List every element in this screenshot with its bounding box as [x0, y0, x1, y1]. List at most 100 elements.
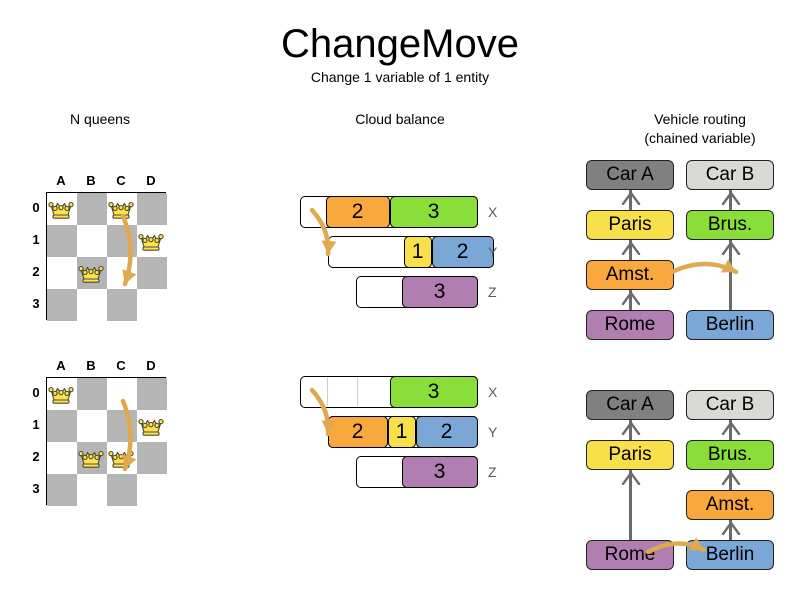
- process-block-green[interactable]: 3: [389, 195, 478, 228]
- chain-arrow-icon: [721, 421, 740, 435]
- section-title-nqueens: N queens: [70, 111, 130, 127]
- board-cell-c0[interactable]: [107, 378, 137, 410]
- computer-label-x: X: [488, 204, 498, 220]
- board-cell-c2[interactable]: [107, 257, 137, 289]
- board-row-label-2: 2: [32, 449, 40, 464]
- process-block-orange[interactable]: 2: [325, 195, 390, 228]
- bar-divider: [357, 377, 358, 406]
- queen-piece-d1[interactable]: [136, 226, 166, 258]
- location-node-paris[interactable]: Paris: [586, 440, 674, 470]
- board-cell-c1[interactable]: [107, 410, 137, 442]
- location-node-brus[interactable]: Brus.: [686, 440, 774, 470]
- queen-piece-b2[interactable]: [76, 443, 106, 475]
- board-cell-d3[interactable]: [137, 289, 167, 321]
- board-cell-b0[interactable]: [77, 193, 107, 225]
- chain-link: [629, 290, 632, 310]
- computer-bar-x[interactable]: 3: [300, 375, 478, 408]
- board-cell-b3[interactable]: [77, 474, 107, 506]
- page-title: ChangeMove: [281, 22, 519, 66]
- board-cell-c1[interactable]: [107, 225, 137, 257]
- chain-link: [729, 240, 732, 310]
- vehicle-node-cara[interactable]: Car A: [586, 160, 674, 190]
- computer-bar-z[interactable]: 3: [356, 275, 478, 308]
- board-cell-a2[interactable]: [47, 257, 77, 289]
- queen-piece-a0[interactable]: [46, 379, 76, 411]
- board-cell-a1[interactable]: [47, 225, 77, 257]
- chain-link: [629, 190, 632, 210]
- board-cell-d2[interactable]: [137, 442, 167, 474]
- process-block-yellow[interactable]: 1: [387, 415, 416, 448]
- chain-arrow-icon: [621, 471, 640, 485]
- page-subtitle: Change 1 variable of 1 entity: [310, 69, 490, 85]
- board-cell-c3[interactable]: [107, 474, 137, 506]
- process-block-purple[interactable]: 3: [401, 275, 478, 308]
- board-cell-d3[interactable]: [137, 474, 167, 506]
- board-cell-a2[interactable]: [47, 442, 77, 474]
- chain-arrow-icon: [621, 291, 640, 305]
- board-cell-b1[interactable]: [77, 410, 107, 442]
- chain-link: [629, 240, 632, 260]
- chain-arrow-icon: [721, 241, 740, 255]
- board-row-label-1: 1: [32, 417, 40, 432]
- location-node-brus[interactable]: Brus.: [686, 210, 774, 240]
- board-column-label-b: B: [86, 358, 96, 373]
- queen-piece-b2[interactable]: [76, 258, 106, 290]
- location-node-berlin[interactable]: Berlin: [686, 310, 774, 340]
- process-block-purple[interactable]: 3: [401, 455, 478, 488]
- chain-link: [629, 470, 632, 540]
- chain-arrow-icon: [721, 191, 740, 205]
- board-cell-a3[interactable]: [47, 474, 77, 506]
- chain-arrow-icon: [621, 241, 640, 255]
- location-node-berlin[interactable]: Berlin: [686, 540, 774, 570]
- board-cell-b3[interactable]: [77, 289, 107, 321]
- location-node-amst[interactable]: Amst.: [686, 490, 774, 520]
- board-column-label-a: A: [56, 173, 66, 188]
- board-column-label-d: D: [146, 358, 156, 373]
- computer-label-y: Y: [488, 424, 498, 440]
- board-cell-a3[interactable]: [47, 289, 77, 321]
- location-node-paris[interactable]: Paris: [586, 210, 674, 240]
- board-row-label-3: 3: [32, 481, 40, 496]
- queen-piece-c2[interactable]: [106, 443, 136, 475]
- board-cell-d0[interactable]: [137, 378, 167, 410]
- vehicle-node-carb[interactable]: Car B: [686, 160, 774, 190]
- process-block-green[interactable]: 3: [389, 375, 478, 408]
- location-node-rome[interactable]: Rome: [586, 310, 674, 340]
- location-node-amst[interactable]: Amst.: [586, 260, 674, 290]
- board-cell-a1[interactable]: [47, 410, 77, 442]
- chain-arrow-icon: [621, 421, 640, 435]
- process-block-yellow[interactable]: 1: [403, 235, 432, 268]
- process-block-blue[interactable]: 2: [415, 415, 478, 448]
- chain-link: [729, 520, 732, 540]
- board-cell-d0[interactable]: [137, 193, 167, 225]
- board-cell-b1[interactable]: [77, 225, 107, 257]
- chain-link: [729, 420, 732, 440]
- vehicle-node-cara[interactable]: Car A: [586, 390, 674, 420]
- vehicle-node-carb[interactable]: Car B: [686, 390, 774, 420]
- computer-bar-z[interactable]: 3: [356, 455, 478, 488]
- board-column-label-b: B: [86, 173, 96, 188]
- process-block-blue[interactable]: 2: [431, 235, 494, 268]
- queen-piece-a0[interactable]: [46, 194, 76, 226]
- queen-piece-d1[interactable]: [136, 411, 166, 443]
- queen-piece-c0[interactable]: [106, 194, 136, 226]
- bar-divider: [327, 377, 328, 406]
- process-block-orange[interactable]: 2: [327, 415, 388, 448]
- location-node-rome[interactable]: Rome: [586, 540, 674, 570]
- board-cell-d2[interactable]: [137, 257, 167, 289]
- board-row-label-0: 0: [32, 200, 40, 215]
- chain-arrow-icon: [721, 471, 740, 485]
- board-column-label-a: A: [56, 358, 66, 373]
- board-cell-b0[interactable]: [77, 378, 107, 410]
- board-cell-c3[interactable]: [107, 289, 137, 321]
- chain-link: [629, 420, 632, 440]
